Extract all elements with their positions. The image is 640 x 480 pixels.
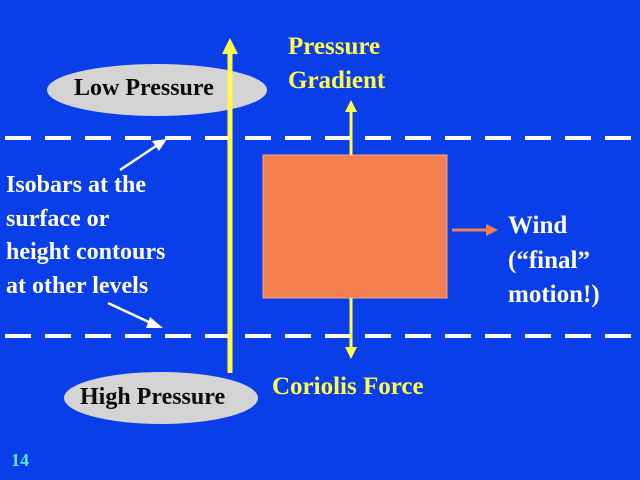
low-pressure-oval [47,64,267,116]
air-parcel-box [262,154,448,299]
isobars-label-line: height contours [6,239,166,265]
low-pressure-label: Low Pressure [74,75,214,101]
coriolis-force-arrow-head [345,347,357,359]
isobars-label-line: surface or [6,205,110,232]
wind-label: Wind (“final” motion!) [508,209,600,313]
pressure-gradient-arrow-head [345,100,357,112]
isobars-label: Isobars at the surface or height contour… [6,169,165,303]
isobar-pointer-upper-head [152,139,167,151]
isobar-pointer-upper-shaft [119,142,160,172]
isobars-label-line: at other levels [6,272,149,299]
slide-number: 14 [11,450,29,470]
wind-label-line: Wind [508,212,568,239]
coriolis-force-label: Coriolis Force [272,373,424,400]
pressure-gradient-label-line: Pressure [288,33,381,60]
wind-arrow-head [486,224,498,236]
isobar-pointer-lower-shaft [107,301,154,326]
pressure-gradient-label: Pressure Gradient [288,30,385,98]
isobars-label-line: Isobars at the [6,172,147,198]
high-pressure-label: High Pressure [80,384,226,410]
pressure-gradient-label-line: Gradient [288,67,386,94]
high-pressure-oval [64,372,258,424]
gradient-axis-arrow-head [222,38,238,54]
isobar-pointer-lower-head [146,317,163,328]
wind-label-line: (“final” [508,246,590,274]
wind-label-line: motion!) [508,281,600,308]
